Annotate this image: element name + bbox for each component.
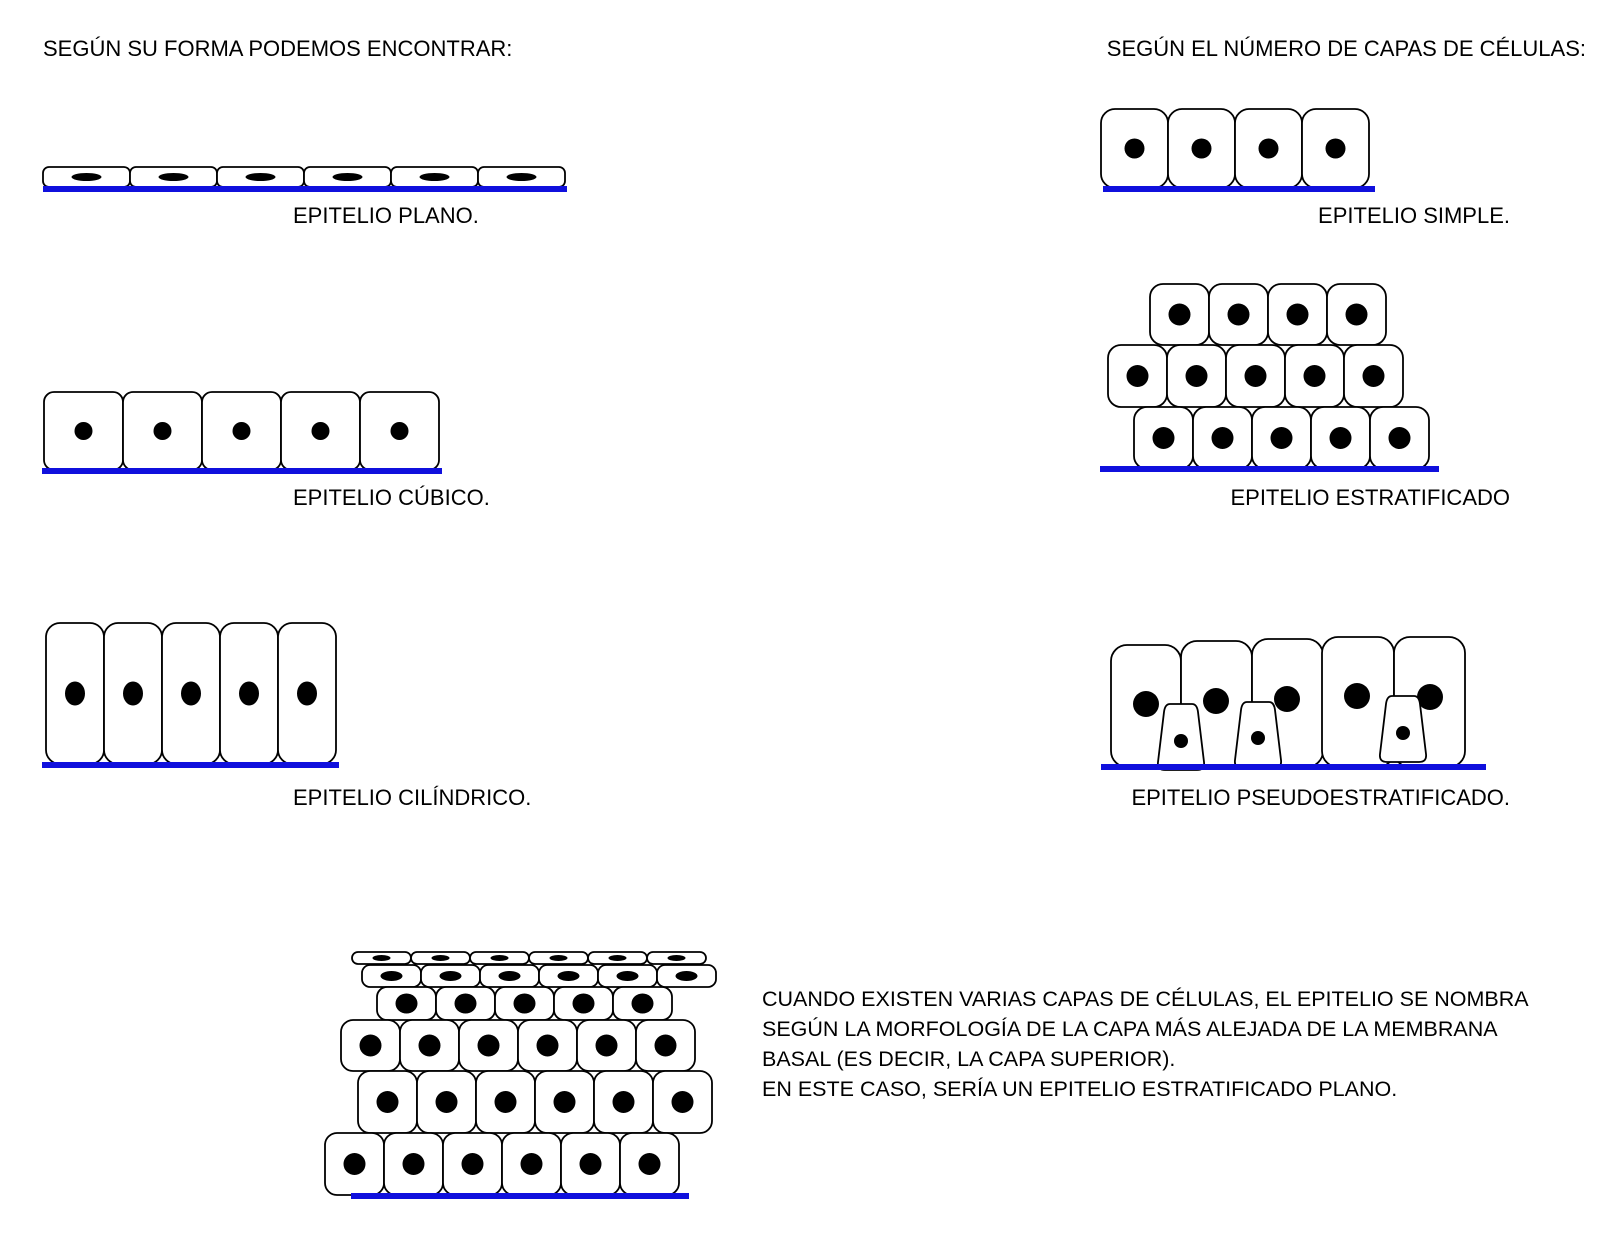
nucleus	[311, 422, 330, 440]
note-line: EN ESTE CASO, SERÍA UN EPITELIO ESTRATIF…	[762, 1077, 1398, 1101]
nucleus	[74, 422, 93, 440]
caption-epitelio-estratificado: EPITELIO ESTRATIFICADO	[1230, 485, 1510, 510]
nucleus	[153, 422, 172, 440]
nucleus	[1191, 138, 1212, 159]
nucleus	[612, 1091, 635, 1113]
nucleus	[1244, 365, 1267, 387]
nucleus	[380, 971, 403, 981]
nucleus	[1274, 686, 1300, 712]
nucleus	[1325, 138, 1346, 159]
nucleus	[1362, 365, 1385, 387]
nucleus	[631, 993, 654, 1014]
nucleus	[395, 993, 418, 1014]
nucleus	[402, 1153, 425, 1175]
note-line: CUANDO EXISTEN VARIAS CAPAS DE CÉLULAS, …	[762, 987, 1529, 1011]
nucleus	[359, 1034, 382, 1057]
nucleus	[245, 173, 276, 181]
nucleus	[1126, 365, 1149, 387]
nucleus	[439, 971, 462, 981]
diagram-epitelio-cubico	[42, 391, 442, 474]
explanatory-note: CUANDO EXISTEN VARIAS CAPAS DE CÉLULAS, …	[762, 984, 1529, 1104]
nucleus	[332, 173, 363, 181]
nucleus	[638, 1153, 661, 1175]
nucleus	[1211, 427, 1234, 449]
nucleus	[461, 1153, 484, 1175]
nucleus	[671, 1091, 694, 1113]
nucleus	[667, 955, 686, 961]
nucleus	[553, 1091, 576, 1113]
nucleus	[1417, 684, 1443, 710]
nucleus	[536, 1034, 559, 1057]
caption-epitelio-simple: EPITELIO SIMPLE.	[1318, 203, 1510, 228]
nucleus	[1286, 303, 1309, 326]
diagram-epitelio-estratificado-plano	[324, 951, 717, 1199]
nucleus	[343, 1153, 366, 1175]
nucleus	[572, 993, 595, 1014]
nucleus	[498, 971, 521, 981]
nucleus	[494, 1091, 517, 1113]
nucleus	[65, 681, 85, 706]
header-by-layers: SEGÚN EL NÚMERO DE CAPAS DE CÉLULAS:	[1106, 36, 1586, 61]
nucleus	[418, 1034, 441, 1057]
nucleus	[1388, 427, 1411, 449]
nucleus	[1329, 427, 1352, 449]
nucleus	[181, 681, 201, 706]
nucleus	[1185, 365, 1208, 387]
nucleus	[477, 1034, 500, 1057]
nucleus	[654, 1034, 677, 1057]
nucleus	[1344, 683, 1370, 709]
nucleus	[158, 173, 189, 181]
header-by-shape: SEGÚN SU FORMA PODEMOS ENCONTRAR:	[43, 36, 513, 61]
caption-epitelio-cilindrico: EPITELIO CILÍNDRICO.	[293, 785, 532, 810]
nucleus	[1203, 688, 1229, 714]
nucleus	[675, 971, 698, 981]
nucleus	[372, 955, 391, 961]
nucleus	[608, 955, 627, 961]
nucleus	[506, 173, 537, 181]
nucleus	[431, 955, 450, 961]
nucleus	[390, 422, 409, 440]
caption-epitelio-pseudoestratificado: EPITELIO PSEUDOESTRATIFICADO.	[1131, 785, 1510, 810]
diagram-epitelio-estratificado	[1100, 283, 1439, 472]
nucleus	[490, 955, 509, 961]
note-line: SEGÚN LA MORFOLOGÍA DE LA CAPA MÁS ALEJA…	[762, 1017, 1498, 1041]
nucleus	[616, 971, 639, 981]
nucleus	[297, 681, 317, 706]
nucleus	[1303, 365, 1326, 387]
diagram-epitelio-pseudoestratificado	[1101, 636, 1486, 771]
nucleus	[232, 422, 251, 440]
nucleus	[1174, 734, 1188, 748]
nucleus	[454, 993, 477, 1014]
nucleus	[71, 173, 102, 181]
nucleus	[435, 1091, 458, 1113]
nucleus	[579, 1153, 602, 1175]
nucleus	[123, 681, 143, 706]
nucleus	[1227, 303, 1250, 326]
nucleus	[1258, 138, 1279, 159]
nucleus	[1270, 427, 1293, 449]
nucleus	[1345, 303, 1368, 326]
nucleus	[1124, 138, 1145, 159]
diagram-epitelio-simple	[1100, 108, 1375, 192]
nucleus	[513, 993, 536, 1014]
note-line: BASAL (ES DECIR, LA CAPA SUPERIOR).	[762, 1047, 1176, 1071]
nucleus	[376, 1091, 399, 1113]
nucleus	[520, 1153, 543, 1175]
nucleus	[239, 681, 259, 706]
nucleus	[1152, 427, 1175, 449]
nucleus	[549, 955, 568, 961]
nucleus	[1168, 303, 1191, 326]
nucleus	[557, 971, 580, 981]
nucleus	[595, 1034, 618, 1057]
diagram-epitelio-cilindrico	[42, 622, 339, 768]
nucleus	[1133, 691, 1159, 717]
nucleus	[1251, 731, 1265, 745]
caption-epitelio-cubico: EPITELIO CÚBICO.	[293, 485, 490, 510]
nucleus	[1396, 726, 1410, 740]
nucleus	[419, 173, 450, 181]
diagram-epitelio-plano	[42, 166, 567, 192]
caption-epitelio-plano: EPITELIO PLANO.	[293, 203, 479, 228]
